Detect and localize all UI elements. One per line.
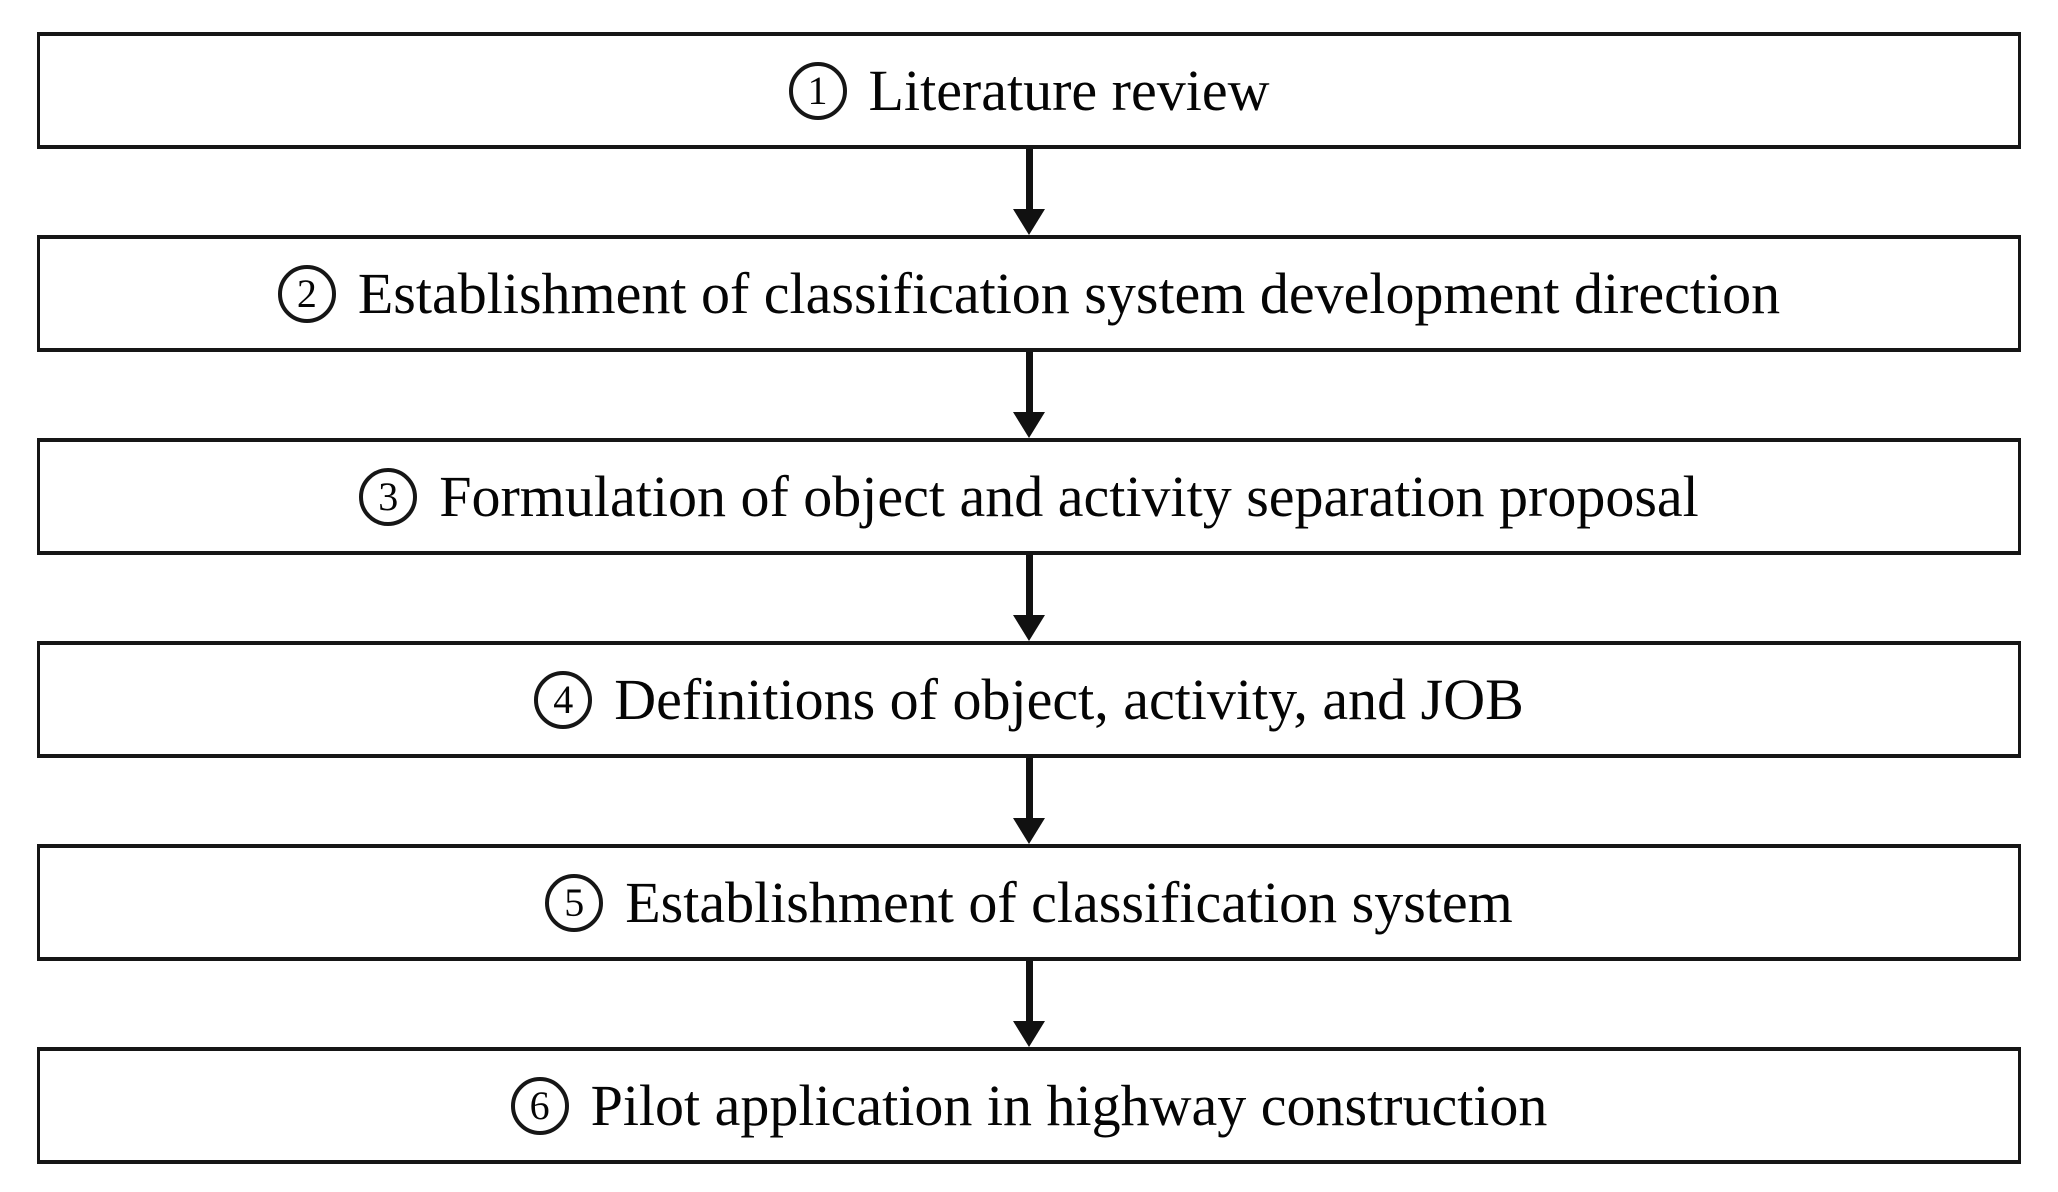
step-label: Definitions of object, activity, and JOB xyxy=(614,667,1524,732)
flow-arrow-4-5 xyxy=(37,758,2021,844)
arrow-shaft xyxy=(1025,149,1033,209)
arrow-head-icon xyxy=(1013,209,1045,235)
step-number-circle: 3 xyxy=(359,467,418,526)
flow-arrow-3-4 xyxy=(37,555,2021,641)
flow-step-2: 2 Establishment of classification system… xyxy=(37,235,2021,352)
flow-arrow-1-2 xyxy=(37,149,2021,235)
flow-step-5: 5 Establishment of classification system xyxy=(37,844,2021,961)
flow-step-4: 4 Definitions of object, activity, and J… xyxy=(37,641,2021,758)
step-number-circle: 1 xyxy=(788,61,847,120)
arrow-shaft xyxy=(1025,555,1033,615)
flow-arrow-5-6 xyxy=(37,961,2021,1047)
flow-step-3: 3 Formulation of object and activity sep… xyxy=(37,438,2021,555)
step-label: Literature review xyxy=(868,58,1270,123)
step-number-circle: 6 xyxy=(510,1076,569,1135)
arrow-shaft xyxy=(1025,352,1033,412)
arrow-head-icon xyxy=(1013,412,1045,438)
flow-arrow-2-3 xyxy=(37,352,2021,438)
step-label: Formulation of object and activity separ… xyxy=(439,464,1699,529)
step-number-circle: 2 xyxy=(277,264,336,323)
arrow-shaft xyxy=(1025,758,1033,818)
step-number-circle: 4 xyxy=(534,670,593,729)
arrow-head-icon xyxy=(1013,818,1045,844)
step-label: Establishment of classification system xyxy=(625,870,1513,935)
flow-step-1: 1 Literature review xyxy=(37,32,2021,149)
flow-step-6: 6 Pilot application in highway construct… xyxy=(37,1047,2021,1164)
step-label: Pilot application in highway constructio… xyxy=(590,1073,1548,1138)
step-number-circle: 5 xyxy=(545,873,604,932)
arrow-head-icon xyxy=(1013,615,1045,641)
arrow-shaft xyxy=(1025,961,1033,1021)
arrow-head-icon xyxy=(1013,1021,1045,1047)
step-label: Establishment of classification system d… xyxy=(357,261,1781,326)
